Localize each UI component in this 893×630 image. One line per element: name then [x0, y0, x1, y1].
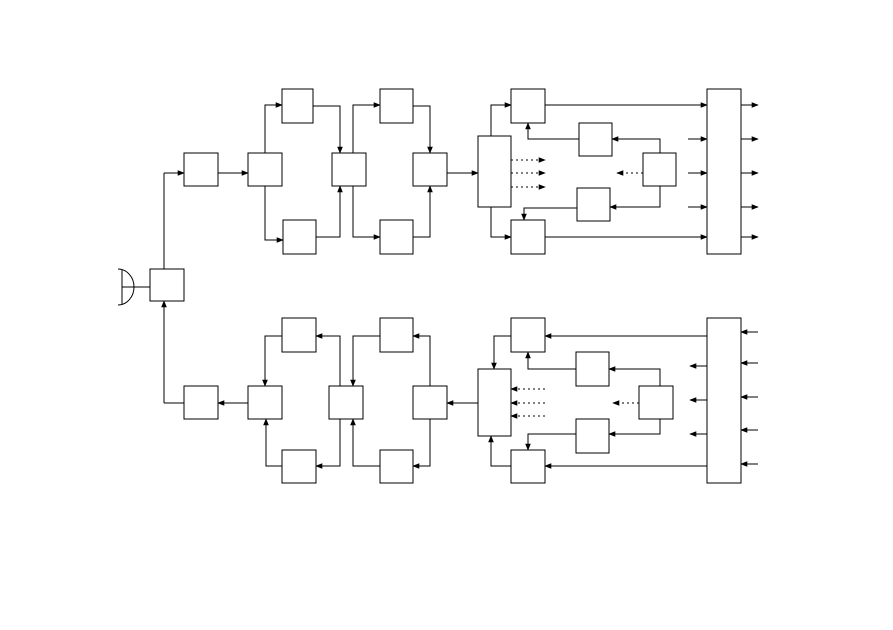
- rx-upper-channel-block: [510, 317, 546, 353]
- rx-lower-branch-b-block: [379, 449, 414, 484]
- rx-lower-channel-block: [510, 449, 546, 484]
- rx-control-lower-block: [575, 418, 610, 454]
- rx-upper-branch-a-block: [281, 317, 317, 353]
- tx-demux-block: [477, 135, 512, 208]
- tx-interface-block: [706, 88, 742, 255]
- rx-mux-block: [477, 368, 512, 437]
- rx-lower-branch-a-block: [281, 449, 317, 484]
- tx-control-upper-block: [578, 122, 613, 157]
- rx-mixer-right-block: [412, 385, 448, 420]
- rx-upper-branch-b-block: [379, 317, 414, 353]
- tx-combiner-block: [247, 152, 283, 187]
- tx-control-lower-block: [576, 187, 611, 222]
- rx-controller-block: [638, 385, 674, 420]
- tx-upper-branch-b-block: [379, 88, 414, 124]
- tx-mixer-right-block: [412, 152, 448, 187]
- tx-lower-branch-a-block: [282, 219, 317, 255]
- antenna-icon: [117, 268, 150, 306]
- tx-output-amplifier-block: [183, 152, 219, 187]
- rx-mixer-left-block: [328, 385, 364, 420]
- duplexer-block: [149, 268, 185, 302]
- tx-controller-block: [642, 152, 677, 187]
- tx-lower-branch-b-block: [379, 219, 414, 255]
- tx-upper-channel-block: [510, 88, 546, 124]
- rx-splitter-block: [247, 385, 283, 420]
- rx-control-upper-block: [575, 351, 610, 387]
- tx-lower-channel-block: [510, 219, 546, 255]
- rx-interface-block: [706, 317, 742, 484]
- rx-input-amplifier-block: [183, 385, 219, 420]
- tx-mixer-left-block: [331, 152, 367, 187]
- tx-upper-branch-a-block: [281, 88, 314, 124]
